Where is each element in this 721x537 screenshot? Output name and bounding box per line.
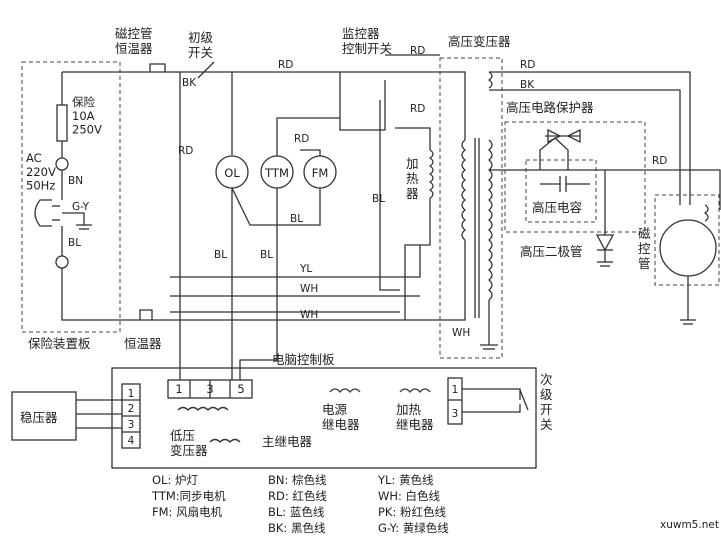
switch-terminal-1: 1 xyxy=(452,384,459,396)
switch-terminal-3: 3 xyxy=(452,408,459,420)
heater-label: 加热器 xyxy=(406,156,419,201)
magnetron-symbol xyxy=(659,219,717,277)
magnetron-box xyxy=(654,194,720,286)
legend-ol: OL: 炉灯 xyxy=(152,473,198,487)
fuse-symbol xyxy=(56,104,68,142)
control-board-box xyxy=(111,367,537,469)
main-relay-label: 主继电器 xyxy=(262,434,313,449)
wire-mark-rd-left: RD xyxy=(178,145,193,157)
legend-wh: WH: 白色线 xyxy=(378,489,441,503)
board-terminal-1: 1 xyxy=(175,382,182,396)
monitor-switch-label: 监控器控制开关 xyxy=(342,26,392,56)
protection-board-label: 保险装置板 xyxy=(28,336,91,351)
primary-switch-symbol xyxy=(197,61,215,79)
ol-label: OL xyxy=(224,166,240,180)
watermark: xuwm5.net xyxy=(660,519,719,531)
wire-mark-rd-top: RD xyxy=(278,59,293,71)
hv-diode-label: 高压二极管 xyxy=(520,244,583,259)
heater-coil xyxy=(428,149,434,199)
magnetron-label: 磁控管 xyxy=(638,226,651,271)
regulator-terminal-1: 1 xyxy=(128,388,135,400)
wire-mark-yl: YL xyxy=(299,263,312,275)
plug-icon xyxy=(34,199,52,227)
hv-capacitor-box xyxy=(525,159,597,223)
hv-secondary-coil xyxy=(487,139,493,301)
wire-mark-bl-right: BL xyxy=(372,193,385,205)
legend-bn: BN: 棕色线 xyxy=(268,473,327,487)
wire-mark-wh-1: WH xyxy=(300,283,318,295)
regulator-terminal-2: 2 xyxy=(128,403,135,415)
magnetron-thermostat-symbol xyxy=(149,63,166,72)
lv-transformer-label: 低压变压器 xyxy=(170,428,208,458)
wire-mark-rd-monitor: RD xyxy=(410,45,425,57)
wire-mark-wh-2: WH xyxy=(300,309,318,321)
regulator-terminal-3: 3 xyxy=(128,419,135,431)
hv-transformer-label: 高压变压器 xyxy=(448,34,511,49)
heat-relay-coil xyxy=(399,388,431,394)
hv-protector-symbol xyxy=(539,137,569,170)
fm-label: FM xyxy=(312,166,329,180)
board-terminal-3: 3 xyxy=(206,382,213,396)
legend-bk: BK: 黑色线 xyxy=(268,521,326,535)
live-terminal xyxy=(55,157,69,171)
hv-protector-label: 高压电路保护器 xyxy=(506,100,594,115)
hv-protector-box xyxy=(504,121,646,233)
wire-mark-bn: BN xyxy=(68,175,83,187)
secondary-switch-symbol xyxy=(519,389,529,411)
wire-mark-bl-ttm: BL xyxy=(260,249,273,261)
thermostat-symbol xyxy=(139,309,153,320)
wire-mark-bl-motor: BL xyxy=(290,213,303,225)
lv-transformer-coil xyxy=(177,406,229,411)
wire-mark-gy: G-Y xyxy=(72,201,90,213)
regulator-terminal-4: 4 xyxy=(128,435,135,447)
wire-mark-rd-hv: RD xyxy=(520,59,535,71)
magnetron-thermostat-label: 磁控管恒温器 xyxy=(115,26,153,56)
control-board-label: 电脑控制板 xyxy=(272,352,335,367)
wire-mark-wh-hv: WH xyxy=(452,327,470,339)
hv-diode-symbol xyxy=(595,234,615,252)
primary-switch-label: 初级开关 xyxy=(188,30,214,60)
secondary-switch-label: 次级开关 xyxy=(540,372,553,432)
hv-transformer-box xyxy=(439,57,503,359)
main-relay-coil xyxy=(209,438,241,443)
power-relay-label: 电源继电器 xyxy=(322,402,360,432)
regulator-label: 稳压器 xyxy=(20,410,58,425)
wire-mark-bk-hv: BK xyxy=(520,79,535,91)
legend-pk: PK: 粉红色线 xyxy=(378,505,447,519)
legend-gy: G-Y: 黄绿色线 xyxy=(378,521,449,535)
hv-capacitor-label: 高压电容 xyxy=(532,200,582,215)
wire-mark-rd-heater: RD xyxy=(410,103,425,115)
wire-mark-rd-fm: RD xyxy=(294,133,309,145)
yl-wire xyxy=(170,245,421,278)
protection-board-box xyxy=(21,61,121,333)
legend-rd: RD: 红色线 xyxy=(268,489,327,503)
neutral-terminal xyxy=(55,255,69,269)
legend-fm: FM: 风扇电机 xyxy=(152,505,223,519)
filament-coil xyxy=(487,71,493,89)
wire-mark-bk: BK xyxy=(182,77,197,89)
thermostat-label: 恒温器 xyxy=(124,336,162,351)
heat-relay-label: 加热继电器 xyxy=(396,402,434,432)
legend-bl: BL: 蓝色线 xyxy=(268,505,325,519)
wire-mark-bl-plug: BL xyxy=(68,237,81,249)
ttm-label: TTM xyxy=(264,166,289,180)
power-relay-coil xyxy=(329,388,361,394)
bottom-wire xyxy=(61,268,438,321)
regulator-box xyxy=(11,391,77,441)
wire-mark-rd-mag: RD xyxy=(652,155,667,167)
board-terminal-5: 5 xyxy=(237,382,244,396)
wire-mark-bl-ol: BL xyxy=(214,249,227,261)
legend-ttm: TTM:同步电机 xyxy=(151,489,226,503)
legend-yl: YL: 黄色线 xyxy=(377,473,434,487)
hv-primary-coil xyxy=(461,139,467,241)
